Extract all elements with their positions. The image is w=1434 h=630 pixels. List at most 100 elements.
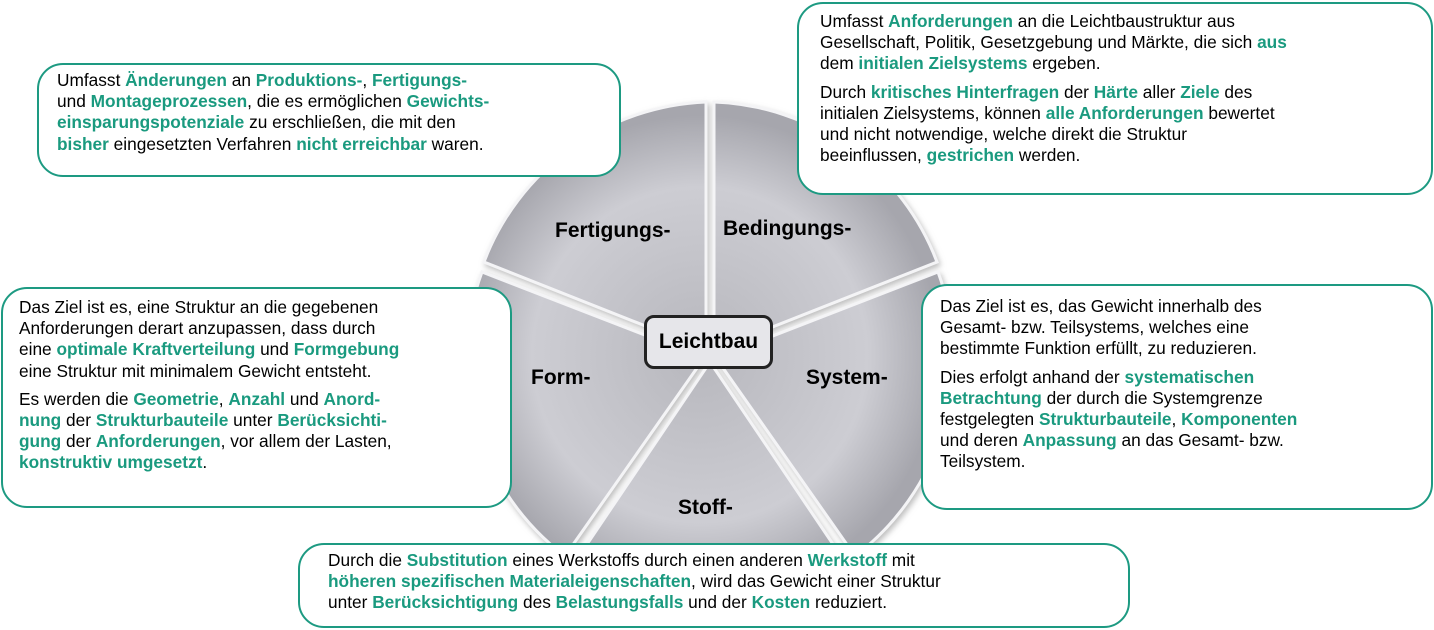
- box-paragraph: Umfasst Anforderungen an die Leichtbaust…: [820, 11, 1421, 75]
- text-run: Durch die: [328, 550, 407, 570]
- text-run: Anforderungen derart anzupassen, dass du…: [19, 318, 376, 339]
- highlight-term: Geometrie: [133, 388, 219, 409]
- highlight-term: Substitution: [406, 550, 508, 570]
- highlight-term: systematischen: [1124, 366, 1255, 387]
- highlight-term: gestrichen: [926, 145, 1015, 166]
- segment-label-form: Form-: [531, 366, 591, 389]
- text-run: aller: [1137, 81, 1181, 102]
- text-run: ,: [218, 388, 229, 409]
- highlight-term: Berücksichti-: [277, 410, 387, 431]
- highlight-term: Fertigungs-: [371, 70, 467, 90]
- textbox-system: Das Ziel ist es, das Gewicht innerhalb d…: [921, 284, 1433, 510]
- highlight-term: Formgebung: [293, 339, 400, 360]
- highlight-term: initialen Zielsystems: [858, 53, 1028, 74]
- highlight-term: Belastungsfalls: [555, 592, 684, 613]
- text-run: ,: [362, 70, 372, 90]
- highlight-term: Strukturbauteile: [95, 410, 229, 431]
- box-paragraph: Durch kritisches Hinterfragen der Härte …: [820, 82, 1421, 167]
- text-run: der: [61, 431, 96, 452]
- highlight-term: Anzahl: [228, 388, 286, 409]
- text-run: Gesamt- bzw. Teilsystems, welches eine: [940, 317, 1249, 338]
- text-run: des: [518, 592, 556, 613]
- text-run: und: [285, 388, 324, 409]
- text-run: an: [226, 70, 256, 90]
- text-run: dem: [820, 53, 859, 74]
- highlight-term: Änderungen: [125, 70, 227, 90]
- center-label-leichtbau: Leichtbau: [644, 315, 773, 369]
- text-run: , vor allem der Lasten,: [220, 431, 392, 452]
- highlight-term: bisher: [57, 133, 109, 154]
- highlight-term: Anpassung: [1022, 430, 1117, 451]
- text-run: Es werden die: [19, 388, 134, 409]
- highlight-term: einsparungspotenziale: [57, 112, 245, 133]
- highlight-term: Anord-: [323, 388, 381, 409]
- text-run: bewertet: [1203, 102, 1275, 123]
- text-run: Dies erfolgt anhand der: [940, 366, 1125, 387]
- segment-label-stoff: Stoff-: [678, 496, 733, 519]
- highlight-term: aus: [1257, 32, 1287, 53]
- highlight-term: alle Anforderungen: [1045, 102, 1204, 123]
- highlight-term: Ziele: [1180, 81, 1220, 102]
- text-run: reduziert.: [810, 592, 888, 613]
- text-run: bestimmte Funktion erfüllt, zu reduziere…: [940, 338, 1257, 359]
- highlight-term: Werkstoff: [807, 550, 887, 570]
- text-run: Durch: [820, 81, 871, 102]
- highlight-term: Montageprozessen: [90, 91, 248, 112]
- box-paragraph: Das Ziel ist es, eine Struktur an die ge…: [19, 297, 500, 382]
- text-run: und: [255, 339, 294, 360]
- highlight-term: gung: [19, 431, 62, 452]
- text-run: unter: [228, 410, 278, 431]
- highlight-term: Gewichts-: [406, 91, 490, 112]
- text-run: der durch die Systemgrenze: [1041, 387, 1263, 408]
- box-paragraph: Durch die Substitution eines Werkstoffs …: [328, 550, 1118, 614]
- textbox-stoff: Durch die Substitution eines Werkstoffs …: [298, 543, 1130, 628]
- highlight-term: nung: [19, 410, 62, 431]
- highlight-term: Produktions-: [255, 70, 363, 90]
- text-run: Teilsystem.: [940, 451, 1026, 472]
- box-paragraph: Das Ziel ist es, das Gewicht innerhalb d…: [940, 296, 1421, 360]
- text-run: mit: [887, 550, 915, 570]
- text-run: ,: [1171, 409, 1182, 430]
- textbox-form: Das Ziel ist es, eine Struktur an die ge…: [1, 287, 512, 508]
- textbox-bedingung: Umfasst Anforderungen an die Leichtbaust…: [797, 2, 1433, 195]
- segment-label-fertigung: Fertigungs-: [555, 219, 671, 242]
- text-run: und nicht notwendige, welche direkt die …: [820, 124, 1187, 145]
- text-run: eines Werkstoffs durch einen anderen: [507, 550, 808, 570]
- highlight-term: Anforderungen: [95, 431, 221, 452]
- text-run: und deren: [940, 430, 1023, 451]
- text-run: beeinflussen,: [820, 145, 927, 166]
- segment-label-system: System-: [806, 366, 888, 389]
- highlight-term: optimale Kraftverteilung: [56, 339, 256, 360]
- text-run: zu erschließen, die mit den: [244, 112, 456, 133]
- highlight-term: Strukturbauteile: [1038, 409, 1172, 430]
- text-run: festgelegten: [940, 409, 1039, 430]
- text-run: werden.: [1014, 145, 1081, 166]
- text-run: , wird das Gewicht einer Struktur: [691, 571, 941, 592]
- text-run: eine: [19, 339, 57, 360]
- highlight-term: kritisches Hinterfragen: [870, 81, 1060, 102]
- textbox-fertigung: Umfasst Änderungen an Produktions-, Fert…: [37, 63, 621, 177]
- text-run: eine Struktur mit minimalem Gewicht ents…: [19, 360, 372, 381]
- text-run: und der: [683, 592, 752, 613]
- highlight-term: Berücksichtigung: [372, 592, 519, 613]
- text-run: des: [1219, 81, 1253, 102]
- text-run: und: [57, 91, 91, 112]
- text-run: eingesetzten Verfahren: [108, 133, 297, 154]
- highlight-term: Kosten: [751, 592, 811, 613]
- text-run: Gesellschaft, Politik, Gesetzgebung und …: [820, 32, 1258, 53]
- text-run: Das Ziel ist es, das Gewicht innerhalb d…: [940, 296, 1262, 316]
- text-run: der: [61, 410, 96, 431]
- text-run: der: [1059, 81, 1094, 102]
- segment-label-bedingung: Bedingungs-: [723, 217, 852, 240]
- text-run: unter: [328, 592, 373, 613]
- highlight-term: nicht erreichbar: [296, 133, 427, 154]
- text-run: initialen Zielsystems, können: [820, 102, 1046, 123]
- highlight-term: Härte: [1093, 81, 1138, 102]
- highlight-term: Anforderungen: [888, 11, 1013, 31]
- text-run: , die es ermöglichen: [247, 91, 407, 112]
- box-paragraph: Umfasst Änderungen an Produktions-, Fert…: [57, 70, 609, 155]
- box-paragraph: Es werden die Geometrie, Anzahl und Anor…: [19, 389, 500, 474]
